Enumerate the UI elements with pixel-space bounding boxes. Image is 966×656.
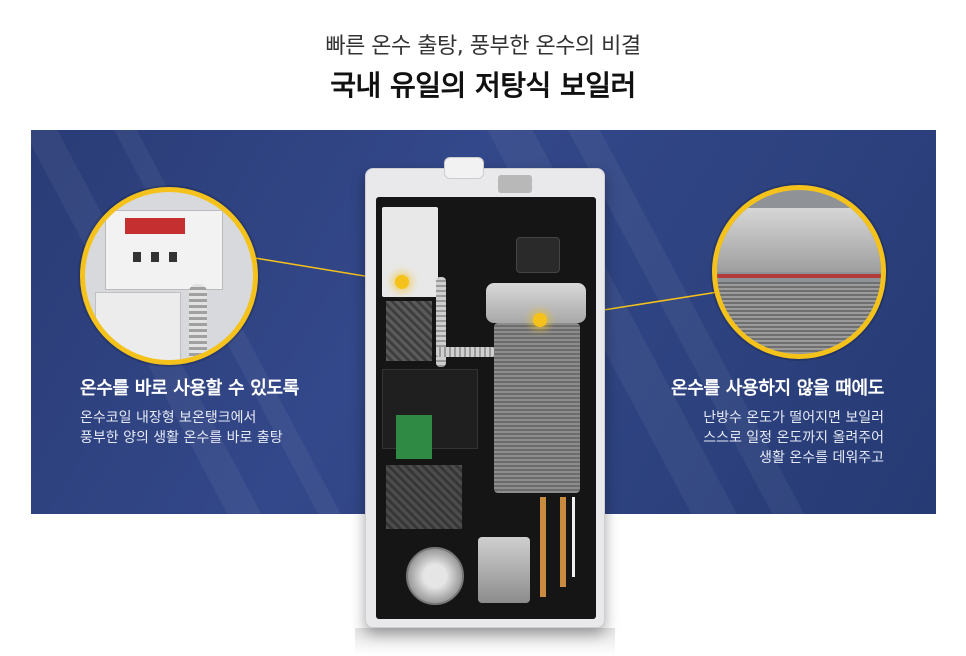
left-feature-line: 온수코일 내장형 보온탱크에서 bbox=[80, 410, 257, 426]
flex-pipe-bend bbox=[436, 347, 496, 357]
copper-pipe-2 bbox=[560, 497, 566, 587]
mesh-closeup bbox=[717, 282, 881, 354]
right-feature-description: 난방수 온도가 떨어지면 보일러 스스로 일정 온도까지 올려주어 생활 온수를… bbox=[703, 408, 884, 468]
copper-pipe bbox=[540, 497, 546, 597]
boiler-interior bbox=[376, 197, 596, 619]
right-feature-line: 스스로 일정 온도까지 올려주어 bbox=[703, 430, 884, 446]
circulation-pump bbox=[406, 547, 464, 605]
lower-panel-closeup bbox=[95, 292, 181, 360]
right-feature-line: 난방수 온도가 떨어지면 보일러 bbox=[703, 410, 884, 426]
boiler-image bbox=[365, 157, 605, 628]
insulation-panel bbox=[386, 301, 432, 361]
flex-pipe bbox=[436, 277, 446, 367]
left-highlight-dot bbox=[395, 275, 409, 289]
left-feature-description: 온수코일 내장형 보온탱크에서 풍부한 양의 생활 온수를 바로 출탕 bbox=[80, 408, 283, 448]
left-feature-heading: 온수를 바로 사용할 수 있도록 bbox=[80, 378, 299, 399]
burner-fan bbox=[516, 237, 560, 273]
right-highlight-dot bbox=[533, 313, 547, 327]
warning-label bbox=[125, 218, 185, 234]
right-zoom-circle bbox=[712, 185, 886, 359]
left-zoom-circle bbox=[80, 187, 258, 365]
boiler-top-vent bbox=[444, 157, 484, 179]
right-feature-line: 생활 온수를 데워주고 bbox=[759, 450, 884, 466]
right-feature-heading: 온수를 사용하지 않을 때에도 bbox=[670, 378, 884, 399]
circuit-board bbox=[396, 415, 432, 459]
exchanger-head-closeup bbox=[717, 208, 881, 272]
left-feature-line: 풍부한 양의 생활 온수를 바로 출탕 bbox=[80, 430, 283, 446]
button-row bbox=[133, 252, 183, 262]
storage-tank bbox=[494, 323, 580, 493]
page-subtitle: 빠른 온수 출탕, 풍부한 온수의 비결 bbox=[325, 34, 641, 59]
control-box bbox=[382, 207, 438, 297]
gas-valve bbox=[478, 537, 530, 603]
coil-pipe-closeup bbox=[189, 284, 207, 360]
boiler-flue bbox=[498, 175, 532, 193]
boiler-reflection bbox=[355, 628, 615, 656]
white-sensor-cable bbox=[572, 497, 575, 577]
red-gasket-ring bbox=[717, 274, 881, 278]
lower-insulation bbox=[386, 465, 462, 529]
page-title: 국내 유일의 저탕식 보일러 bbox=[330, 69, 636, 102]
